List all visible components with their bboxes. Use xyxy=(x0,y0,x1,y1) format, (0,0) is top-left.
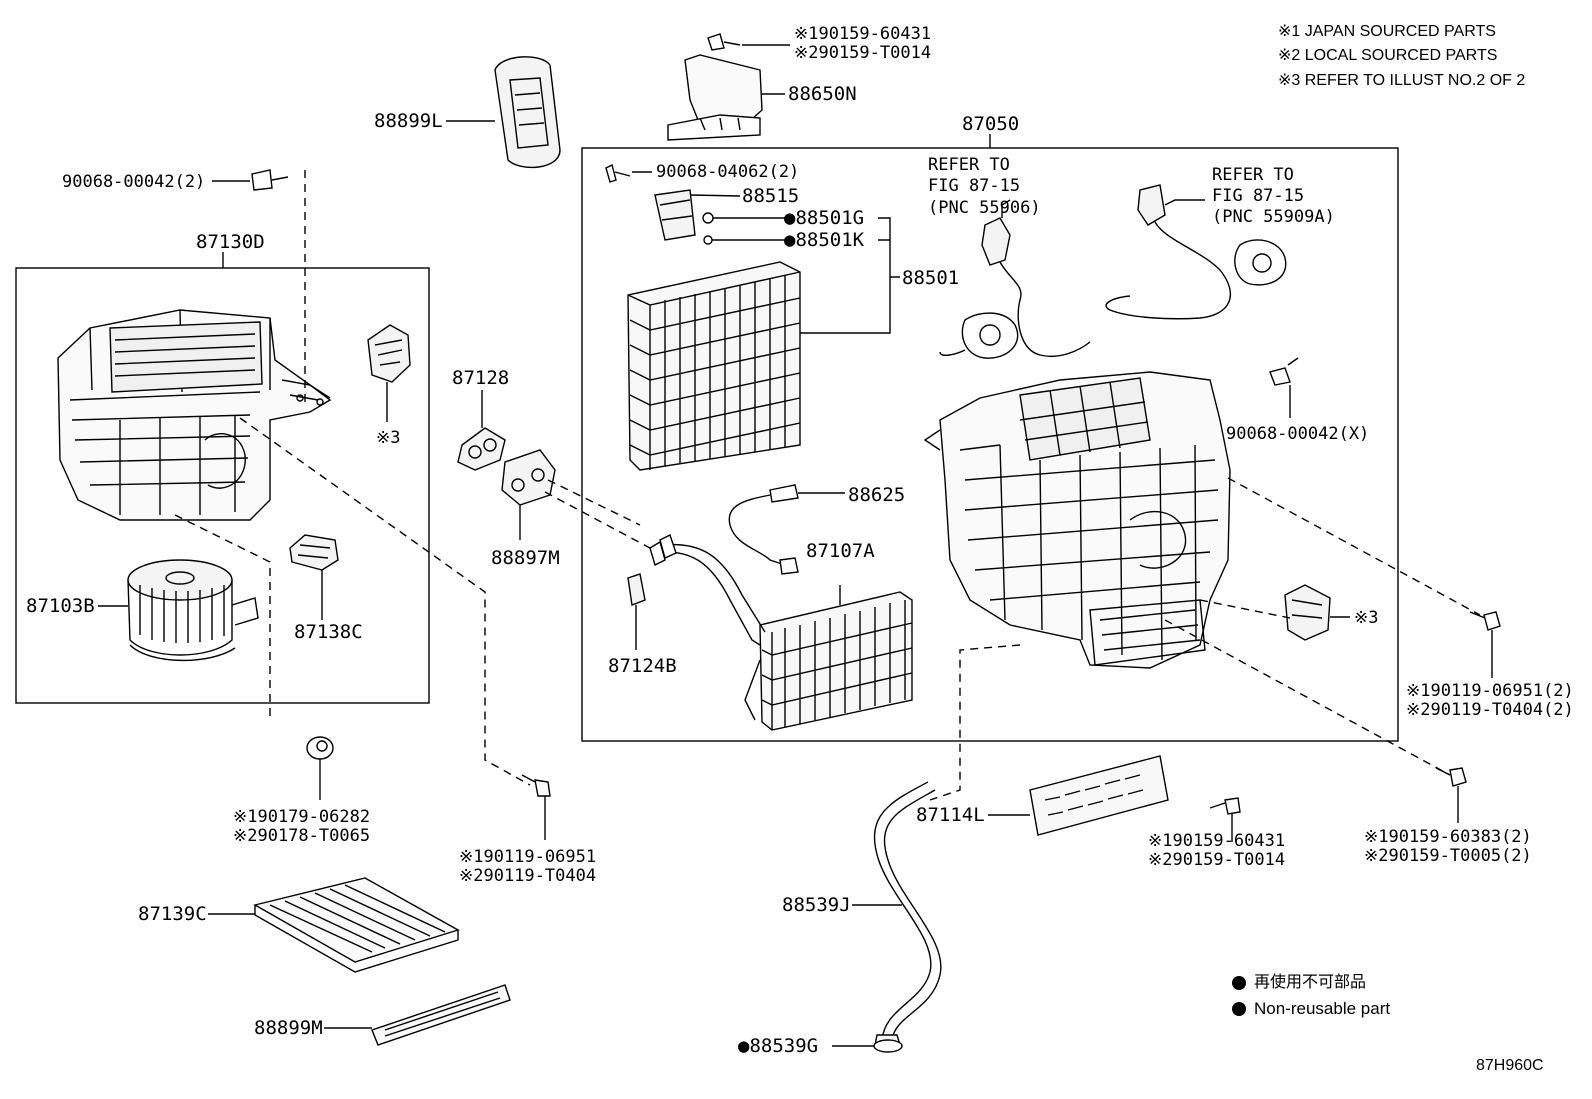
blower-case-drawing xyxy=(57,309,332,521)
bolt-drawing-3 xyxy=(605,163,652,183)
label-88501g: ●88501G xyxy=(784,207,865,229)
legend-dot-jp xyxy=(1232,976,1246,990)
label-refer-a-1: REFER TO xyxy=(928,155,1010,175)
note-refer-illust: ※3 REFER TO ILLUST NO.2 OF 2 xyxy=(1278,72,1526,89)
label-87130d: 87130D xyxy=(196,231,265,253)
label-refer-b-3: (PNC 55909A) xyxy=(1212,207,1335,227)
servo-right-drawing xyxy=(1284,584,1350,641)
label-87103b: 87103B xyxy=(26,595,95,617)
blower-motor-drawing xyxy=(127,559,259,662)
drain-grommet-drawing xyxy=(832,1039,903,1053)
grommet-drawing xyxy=(457,390,506,471)
label-88625: 88625 xyxy=(848,484,906,506)
cover-drawing xyxy=(494,56,561,169)
label-87107a: 87107A xyxy=(806,540,875,562)
label-bolt-top-1: ※190159-60431 xyxy=(794,24,932,44)
air-filter-drawing xyxy=(253,877,460,973)
label-87114l: 87114L xyxy=(916,804,985,826)
o-ring-k-drawing xyxy=(703,235,713,245)
expansion-valve-drawing xyxy=(654,189,741,241)
label-m190159: ※190159-60431 xyxy=(1148,831,1286,851)
label-87050: 87050 xyxy=(962,113,1020,135)
evaporator-drawing xyxy=(627,261,801,471)
legend-en-text: Non-reusable part xyxy=(1254,999,1391,1018)
label-87128: 87128 xyxy=(452,367,510,389)
heater-core-drawing xyxy=(649,534,913,731)
sensor-drawing xyxy=(728,484,845,575)
label-r290119: ※290119-T0404(2) xyxy=(1406,700,1574,720)
label-refer-b-2: FIG 87-15 xyxy=(1212,186,1305,206)
note-local-sourced: ※2 LOCAL SOURCED PARTS xyxy=(1278,47,1498,64)
filter-strip-drawing xyxy=(371,984,511,1046)
legend-jp-text: 再使用不可部品 xyxy=(1254,974,1367,991)
label-88539j: 88539J xyxy=(782,894,851,916)
label-ref3-right: ※3 xyxy=(1354,608,1379,628)
label-88897m: 88897M xyxy=(491,547,560,569)
label-88899l: 88899L xyxy=(374,110,443,132)
servo-motor-drawing xyxy=(367,324,411,422)
bolt-drawing-1 xyxy=(212,169,289,191)
bracket-drawing xyxy=(667,54,785,141)
bolt-drawing-top xyxy=(707,33,790,51)
legend-dot-en xyxy=(1232,1002,1246,1016)
bolt-drawing-5 xyxy=(1469,611,1501,678)
label-90068-00042-x: 90068-00042(X) xyxy=(1226,424,1370,444)
bolt-drawing-6 xyxy=(1435,767,1467,823)
label-290119-a: ※290119-T0404 xyxy=(459,866,597,886)
bolt-drawing-4 xyxy=(1269,357,1299,418)
label-ref3-left: ※3 xyxy=(376,428,401,448)
label-88501k: ●88501K xyxy=(784,229,865,251)
bolt-drawing-2 xyxy=(521,774,551,840)
label-87124b: 87124B xyxy=(608,655,677,677)
duct-panel-drawing xyxy=(988,755,1169,836)
o-ring-g-drawing xyxy=(702,212,714,224)
actuator-b-drawing xyxy=(1105,184,1287,320)
hvac-unit-drawing xyxy=(923,371,1231,669)
label-88539g: ●88539G xyxy=(738,1035,819,1057)
resistor-drawing xyxy=(289,534,339,620)
illustration-code: 87H960C xyxy=(1476,1057,1544,1074)
label-88515: 88515 xyxy=(742,185,800,207)
plate-drawing xyxy=(501,449,556,540)
label-87138c: 87138C xyxy=(294,621,363,643)
label-90068-04062: 90068-04062(2) xyxy=(656,162,800,182)
label-190119-a: ※190119-06951 xyxy=(459,847,597,867)
clip-drawing xyxy=(627,573,646,650)
label-refer-b-1: REFER TO xyxy=(1212,165,1294,185)
label-refer-a-2: FIG 87-15 xyxy=(928,176,1021,196)
note-japan-sourced: ※1 JAPAN SOURCED PARTS xyxy=(1278,23,1496,40)
nut-drawing xyxy=(306,736,334,800)
label-88899m: 88899M xyxy=(254,1017,323,1039)
label-r190119: ※190119-06951(2) xyxy=(1406,681,1574,701)
label-refer-a-3: (PNC 55906) xyxy=(928,198,1041,218)
label-r190159: ※190159-60383(2) xyxy=(1364,827,1532,847)
bolt-drawing-7 xyxy=(1209,797,1241,842)
label-290178: ※290178-T0065 xyxy=(233,826,371,846)
label-90068-00042-2: 90068-00042(2) xyxy=(62,172,206,192)
label-190179: ※190179-06282 xyxy=(233,807,371,827)
label-88501: 88501 xyxy=(902,267,960,289)
label-88650n: 88650N xyxy=(788,83,857,105)
label-m290159: ※290159-T0014 xyxy=(1148,850,1286,870)
actuator-a-drawing xyxy=(939,199,1091,359)
label-r290159: ※290159-T0005(2) xyxy=(1364,846,1532,866)
label-87139c: 87139C xyxy=(138,903,207,925)
label-bolt-top-2: ※290159-T0014 xyxy=(794,43,932,63)
